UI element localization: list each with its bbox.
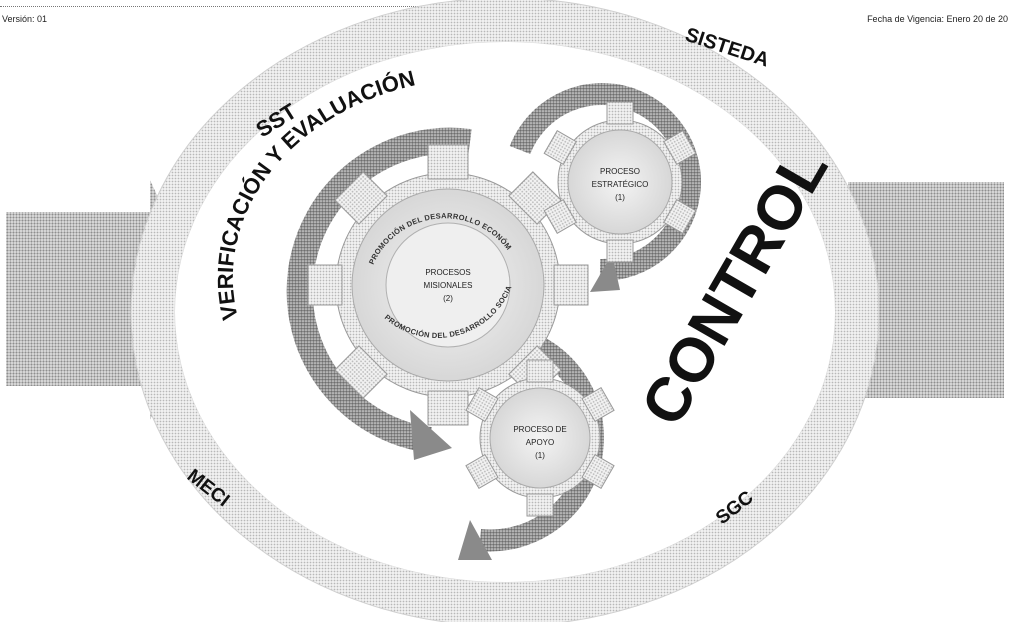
support-line2: APOYO	[526, 438, 554, 447]
strategic-line1: PROCESO	[600, 167, 640, 176]
support-line1: PROCESO DE	[513, 425, 566, 434]
missional-line3: (2)	[443, 294, 453, 303]
strategic-line3: (1)	[615, 193, 625, 202]
missional-line1: PROCESOS	[425, 268, 470, 277]
missional-line2: MISIONALES	[424, 281, 473, 290]
strategic-line2: ESTRATÉGICO	[592, 180, 649, 189]
support-line3: (1)	[535, 451, 545, 460]
